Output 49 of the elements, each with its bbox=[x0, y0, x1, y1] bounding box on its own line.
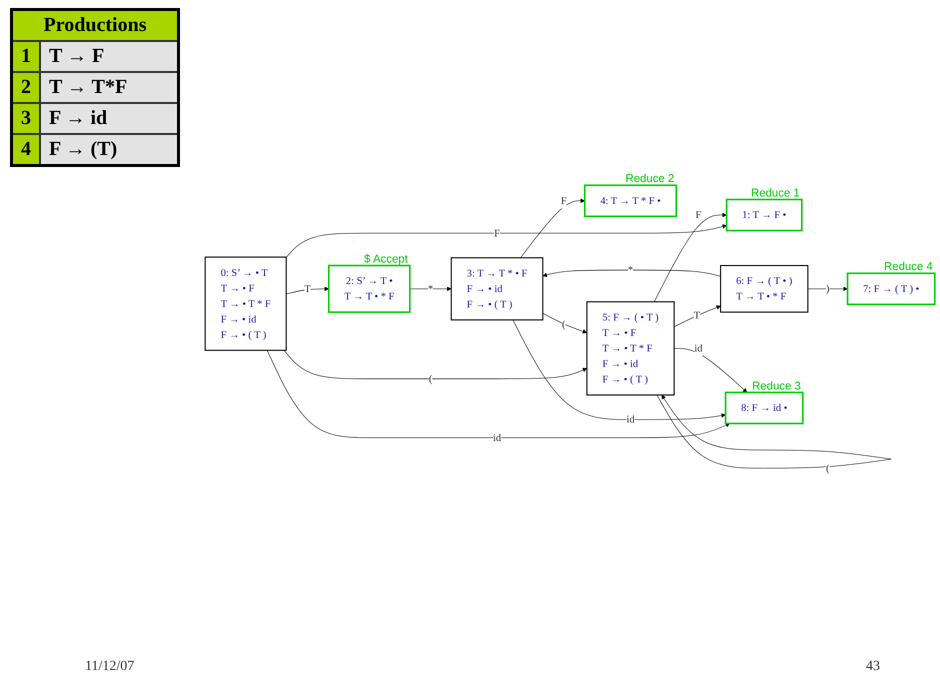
production-number: 3 bbox=[12, 103, 40, 134]
page-number: 43 bbox=[866, 659, 880, 675]
edge-label: F bbox=[494, 228, 500, 240]
arrow bbox=[656, 395, 892, 469]
arrow bbox=[674, 306, 721, 328]
edge-label: id bbox=[694, 343, 702, 355]
action-label: Reduce 4 bbox=[884, 262, 933, 274]
node-box: 7: F → ( T ) • bbox=[846, 272, 936, 306]
edge-label: ( bbox=[428, 374, 432, 385]
node-box: 2: S’ → T • T → T • * F bbox=[328, 265, 411, 314]
production-number: 1 bbox=[12, 41, 40, 72]
edge-label: ) bbox=[826, 284, 830, 295]
node-box: 3: T → T * • F F → • id F → • ( T ) bbox=[450, 258, 544, 321]
edge-label: ( bbox=[562, 319, 566, 331]
edge-label: * bbox=[428, 284, 434, 295]
arrow bbox=[284, 350, 588, 380]
edge-label: F bbox=[696, 210, 702, 222]
node-box: 1: T → F • bbox=[726, 199, 803, 232]
edge-label: id bbox=[492, 432, 502, 444]
node-box: 8: F → id • bbox=[724, 392, 804, 425]
node-box: 0: S’ → • T T → • F T → • T * F F → • id F → • ( T ) bbox=[204, 257, 287, 352]
edge-label: id bbox=[626, 414, 635, 426]
action-label: Reduce 3 bbox=[752, 380, 801, 393]
edge-label: ( bbox=[826, 462, 830, 474]
arrow bbox=[808, 287, 848, 292]
arrow bbox=[520, 198, 585, 258]
production-number: 2 bbox=[12, 72, 40, 103]
action-label: $ Accept bbox=[364, 254, 408, 266]
date-text: 11/12/07 bbox=[85, 659, 134, 675]
arrow bbox=[286, 224, 727, 258]
arrow bbox=[286, 287, 330, 295]
node-box: 6: F → ( T • ) T → T • * F bbox=[720, 265, 808, 314]
edge-label: T bbox=[694, 310, 700, 322]
arrow bbox=[266, 350, 730, 438]
node-box: 5: F → ( • T ) T → • F T → • T * F F → • id F → • ( T ) bbox=[586, 302, 675, 396]
table-header: Productions bbox=[12, 10, 178, 41]
action-label: Reduce 2 bbox=[626, 174, 674, 186]
action-label: Reduce 1 bbox=[751, 188, 800, 200]
arrow bbox=[654, 213, 727, 302]
production-number: 4 bbox=[12, 134, 40, 166]
edge-label: * bbox=[628, 264, 634, 276]
arrow bbox=[542, 270, 721, 278]
arrow bbox=[542, 313, 588, 334]
arrow bbox=[674, 348, 748, 394]
edge-label: T bbox=[304, 284, 311, 295]
node-box: 4: T → T * F • bbox=[584, 184, 678, 218]
edge-label: F bbox=[560, 196, 567, 207]
arrow bbox=[410, 287, 452, 292]
arrow bbox=[512, 320, 726, 420]
